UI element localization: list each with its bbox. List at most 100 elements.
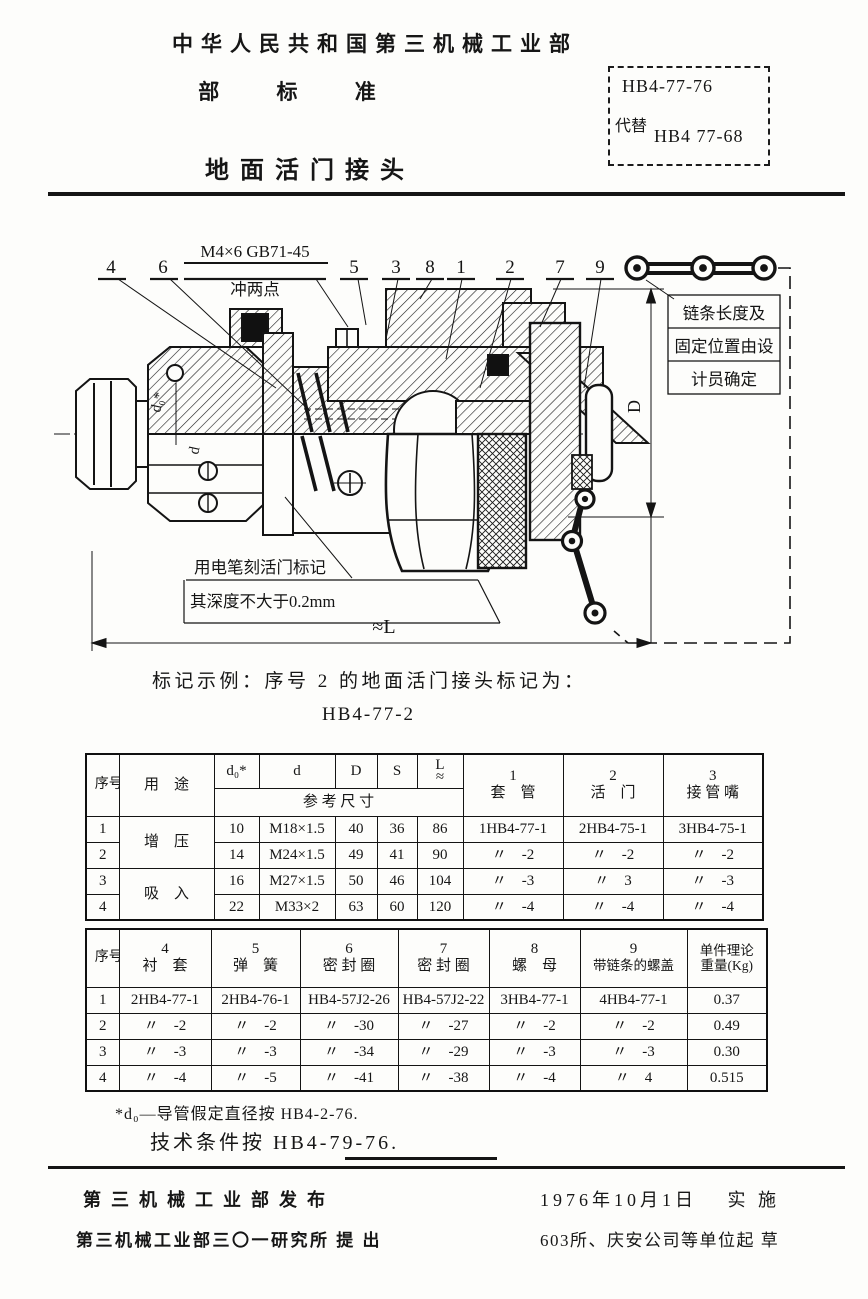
- valve-body-section: [75, 288, 651, 573]
- t2-cell: 〃 -3: [118, 1038, 212, 1066]
- t1-cell: 104: [416, 867, 464, 895]
- t1-cell: 41: [376, 841, 418, 869]
- table-row: 2 14 M24×1.5 49 41 90 〃 -2 〃 -2 〃 -2: [85, 841, 764, 869]
- table-row: 3 吸 入 16 M27×1.5 50 46 104 〃 -3 〃 3 〃 -3: [85, 867, 764, 921]
- standard-number: HB4-77-76: [622, 76, 713, 96]
- t1-cell: M18×1.5: [258, 815, 336, 843]
- document-title: 地面活门接头: [205, 158, 415, 184]
- t1-cell: 46: [376, 867, 418, 895]
- t1-cell: 120: [416, 893, 464, 921]
- table-row: 参 考 尺 寸: [86, 787, 763, 817]
- t2-cell: 〃 4: [579, 1064, 688, 1092]
- callout-leaders: [98, 277, 614, 412]
- t1-cell: M33×2: [258, 893, 336, 921]
- callout-2: 2: [505, 257, 515, 278]
- replaced-standard-number: HB4 77-68: [654, 126, 744, 146]
- t2-cell: 0.37: [686, 986, 768, 1014]
- proposing-body: 第三机械工业部三〇一研究所 提 出: [76, 1231, 382, 1250]
- t1-cell: 60: [376, 893, 418, 921]
- t1-cell: 50: [334, 867, 378, 895]
- footnote-d0: *d₀—导管假定直径按 HB4-2-76.: [115, 1106, 359, 1123]
- chain-note-line1: 链条长度及: [683, 304, 766, 323]
- callout-4: 4: [106, 257, 116, 278]
- reference-dashed-box: [613, 267, 791, 644]
- etching-note: 用电笔刻活门标记 其深度不大于0.2mm: [183, 496, 501, 624]
- t1-header-cell: 用 途: [118, 753, 215, 817]
- t2-cell: 3: [85, 1038, 120, 1066]
- t2-cell: 2HB4-77-1: [118, 986, 212, 1014]
- t2-header-cell: 序号: [85, 928, 120, 988]
- implementation-date: 1976年10月1日 实 施: [540, 1190, 780, 1210]
- t1-cell: 90: [416, 841, 464, 869]
- table-row: 4 〃 -4 〃 -5 〃 -41 〃 -38 〃 -4 〃 4 0.515: [85, 1064, 768, 1092]
- t2-cell: 〃 -2: [210, 1012, 301, 1040]
- screw-spec-label: M4×6 GB71-45: [200, 242, 309, 261]
- t1-cell: 63: [334, 893, 378, 921]
- t1-cell: 〃 -3: [462, 867, 564, 895]
- t2-cell: 3HB4-77-1: [488, 986, 581, 1014]
- t2-cell: 〃 -2: [118, 1012, 212, 1040]
- t2-cell: 〃 -27: [397, 1012, 490, 1040]
- t1-header-cell: d: [258, 753, 336, 789]
- t1-cell: 〃 -4: [662, 893, 764, 921]
- t2-cell: 〃 -38: [397, 1064, 490, 1092]
- chain-note-line3: 计员确定: [691, 370, 757, 389]
- t1-cell: 10: [213, 815, 260, 843]
- t2-cell: 4: [85, 1064, 120, 1092]
- t1-header-cell: 序号: [85, 753, 120, 817]
- t1-cell: 2: [85, 841, 120, 869]
- callout-1: 1: [456, 257, 466, 278]
- t2-cell: 〃 -30: [299, 1012, 399, 1040]
- t1-cell: 〃 -2: [462, 841, 564, 869]
- t1-cell: 22: [213, 893, 260, 921]
- t2-cell: 4HB4-77-1: [579, 986, 688, 1014]
- dim-d0-label: d₀*: [148, 391, 168, 414]
- t2-cell: 1: [85, 986, 120, 1014]
- t1-cell: 1: [85, 815, 120, 843]
- t1-header-cell: 参 考 尺 寸: [213, 787, 464, 817]
- t2-cell: 〃 -3: [210, 1038, 301, 1066]
- table-row: 2 〃 -2 〃 -2 〃 -30 〃 -27 〃 -2 〃 -2 0.49: [85, 1012, 768, 1040]
- footnote-underline: [345, 1157, 497, 1160]
- t1-cell: M24×1.5: [258, 841, 336, 869]
- header-rule: [48, 192, 845, 196]
- table1-dimensions: 序号 用 途 d₀* d D S L≈ 1套 管 2活 门 3接 管 嘴 参 考…: [85, 753, 764, 921]
- chain-note: 链条长度及 固定位置由设 计员确定: [645, 279, 781, 395]
- t1-cell: 3: [85, 867, 120, 895]
- table-row: 1 增 压 10 M18×1.5 40 36 86 1HB4-77-1 2HB4…: [85, 815, 764, 869]
- hanging-chain: [560, 454, 607, 625]
- t1-cell: M27×1.5: [258, 867, 336, 895]
- etching-note-line1: 用电笔刻活门标记: [194, 558, 326, 577]
- table-row: 序号 用 途 d₀* d D S L≈ 1套 管 2活 门 3接 管 嘴: [85, 753, 764, 817]
- callout-7: 7: [555, 257, 565, 278]
- t2-cell: 0.49: [686, 1012, 768, 1040]
- dimensions: d₀* d D ≈L: [90, 287, 664, 651]
- t2-cell: 0.515: [686, 1064, 768, 1092]
- t1-cell: 1HB4-77-1: [462, 815, 564, 843]
- dim-L-label: ≈L: [372, 616, 395, 638]
- footer-rule: [48, 1166, 845, 1169]
- t1-cell: 吸 入: [118, 867, 215, 921]
- t2-cell: 〃 -3: [579, 1038, 688, 1066]
- t2-cell: 〃 -4: [118, 1064, 212, 1092]
- chain-note-line2: 固定位置由设: [675, 337, 774, 356]
- dim-d-label: d: [186, 445, 203, 456]
- table-row: 3 〃 -3 〃 -3 〃 -34 〃 -29 〃 -3 〃 -3 0.30: [85, 1038, 768, 1066]
- t1-cell: 2HB4-75-1: [562, 815, 664, 843]
- t2-cell: 〃 -34: [299, 1038, 399, 1066]
- t1-cell: 〃 -2: [562, 841, 664, 869]
- t2-cell: 〃 -41: [299, 1064, 399, 1092]
- table-row: 4 22 M33×2 63 60 120 〃 -4 〃 -4 〃 -4: [85, 893, 764, 921]
- t1-header-cell: d₀*: [213, 753, 260, 789]
- callout-9: 9: [595, 257, 605, 278]
